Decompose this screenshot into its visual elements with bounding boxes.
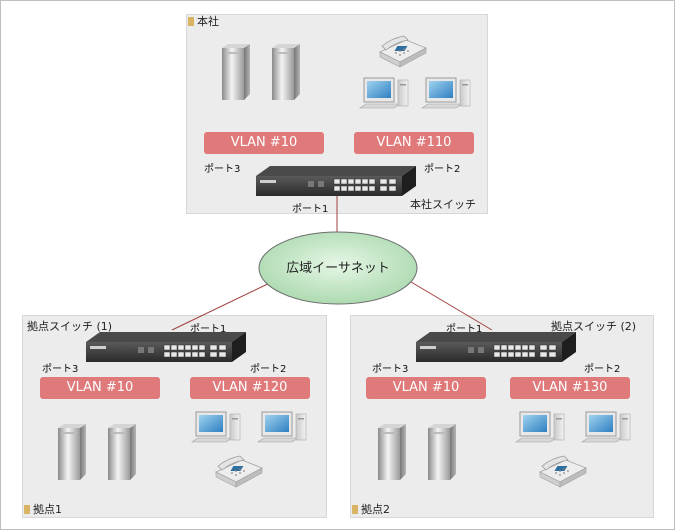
- port-label: ポート3: [42, 364, 79, 375]
- port-label: ポート2: [584, 364, 621, 375]
- server-icon: [272, 44, 300, 100]
- site-hq-tag: 本社: [188, 13, 219, 29]
- site-hq-label: 本社: [197, 15, 219, 28]
- vlan-badge: VLAN #130: [510, 377, 630, 399]
- server-icon: [378, 424, 406, 480]
- link-wan-branch1: [171, 278, 279, 331]
- vlan-badge: VLAN #10: [40, 377, 160, 399]
- port-label: ポート2: [424, 164, 461, 175]
- site-tag-marker: [24, 504, 30, 514]
- wan-label: 広域イーサネット: [286, 261, 390, 276]
- server-icon: [58, 424, 86, 480]
- server-icon: [428, 424, 456, 480]
- server-icon: [222, 44, 250, 100]
- switch-label: 本社スイッチ: [410, 198, 476, 211]
- vlan-badge: VLAN #110: [354, 132, 474, 154]
- telephone-icon: [539, 455, 587, 488]
- telephone-icon: [215, 455, 263, 488]
- switch-icon: [255, 165, 417, 197]
- site-tag-marker: [188, 16, 194, 26]
- desktop-pc-icon: [421, 77, 471, 109]
- port-label: ポート1: [190, 324, 227, 335]
- site-branch2-label: 拠点2: [361, 503, 390, 516]
- link-wan-branch2: [405, 278, 493, 331]
- desktop-pc-icon: [581, 411, 631, 443]
- wan-links: [171, 196, 493, 331]
- desktop-pc-icon: [359, 77, 409, 109]
- server-icon: [108, 424, 136, 480]
- vlan-badge: VLAN #10: [366, 377, 486, 399]
- site-branch2-tag: 拠点2: [352, 501, 390, 517]
- switch-label: 拠点スイッチ (2): [551, 320, 637, 333]
- switch-icon: [85, 331, 247, 363]
- vlan-badge: VLAN #120: [190, 377, 310, 399]
- port-label: ポート2: [250, 364, 287, 375]
- vlan-badge: VLAN #10: [204, 132, 324, 154]
- telephone-icon: [379, 35, 427, 68]
- port-label: ポート3: [204, 164, 241, 175]
- desktop-pc-icon: [257, 411, 307, 443]
- site-branch1-tag: 拠点1: [24, 501, 62, 517]
- site-tag-marker: [352, 504, 358, 514]
- cloud-icon: [258, 231, 418, 305]
- port-label: ポート3: [372, 364, 409, 375]
- switch-icon: [415, 331, 577, 363]
- switch-label: 拠点スイッチ (1): [27, 320, 113, 333]
- port-label: ポート1: [446, 324, 483, 335]
- desktop-pc-icon: [515, 411, 565, 443]
- site-branch1-label: 拠点1: [33, 503, 62, 516]
- desktop-pc-icon: [191, 411, 241, 443]
- port-label: ポート1: [292, 204, 329, 215]
